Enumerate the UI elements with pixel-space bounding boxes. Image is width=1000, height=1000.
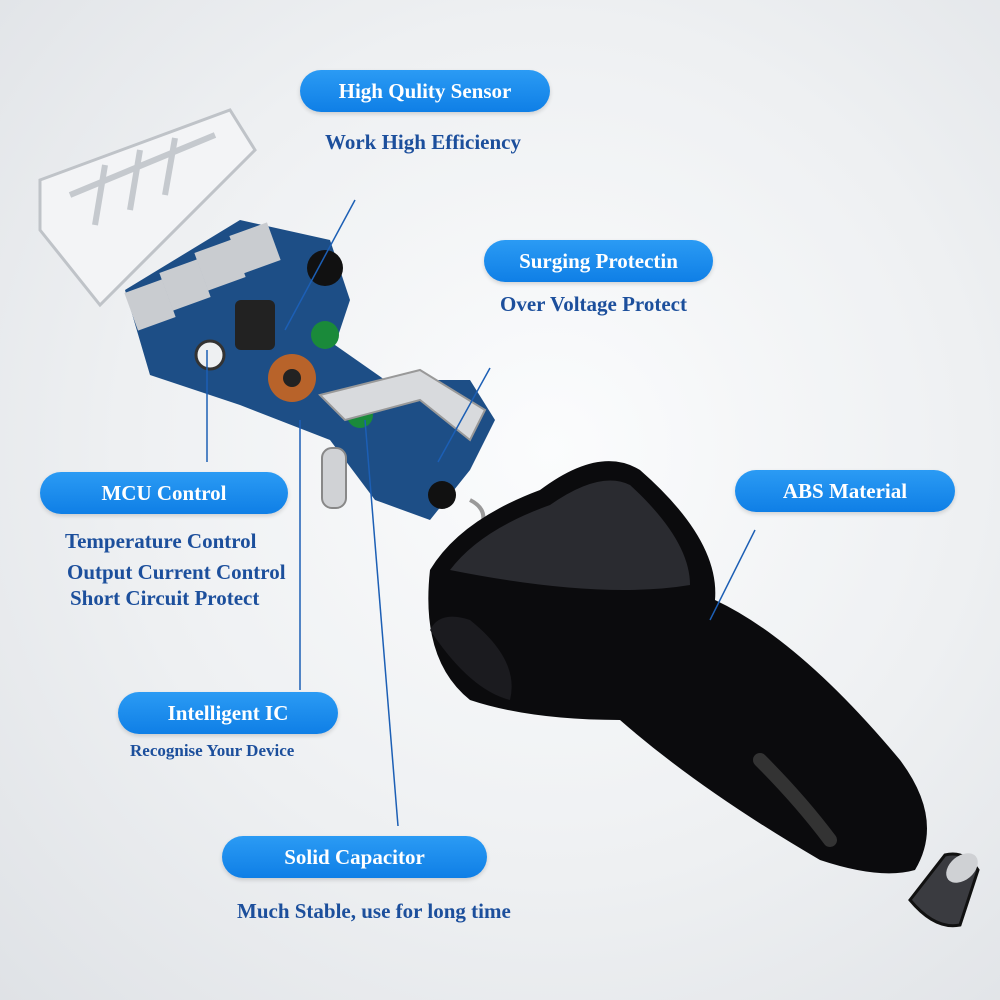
feature-pill-abs-material: ABS Material: [735, 470, 955, 512]
feature-detail: Much Stable, use for long time: [237, 899, 511, 923]
feature-detail: Work High Efficiency: [325, 130, 521, 154]
feature-detail: Output Current Control: [67, 560, 286, 584]
metal-contact: [321, 447, 347, 509]
feature-pill-solid-capacitor: Solid Capacitor: [222, 836, 487, 878]
charger-tip: [908, 852, 980, 928]
feature-detail: Over Voltage Protect: [500, 292, 688, 316]
metal-contact: [318, 368, 487, 442]
pcb-board: [124, 220, 495, 531]
feature-pill-high-quality-sensor: High Qulity Sensor: [300, 70, 550, 112]
feature-pill-mcu-control: MCU Control: [40, 472, 288, 514]
feature-detail: Short Circuit Protect: [70, 586, 260, 610]
feature-detail: Temperature Control: [65, 529, 257, 553]
leader-lines: [206, 199, 756, 827]
usb-cover-frame: [38, 108, 257, 308]
feature-detail: Recognise Your Device: [130, 741, 295, 760]
feature-pill-intelligent-ic: Intelligent IC: [118, 692, 338, 734]
feature-pill-surging-protection: Surging Protectin: [484, 240, 713, 282]
charger-body: [428, 461, 927, 874]
